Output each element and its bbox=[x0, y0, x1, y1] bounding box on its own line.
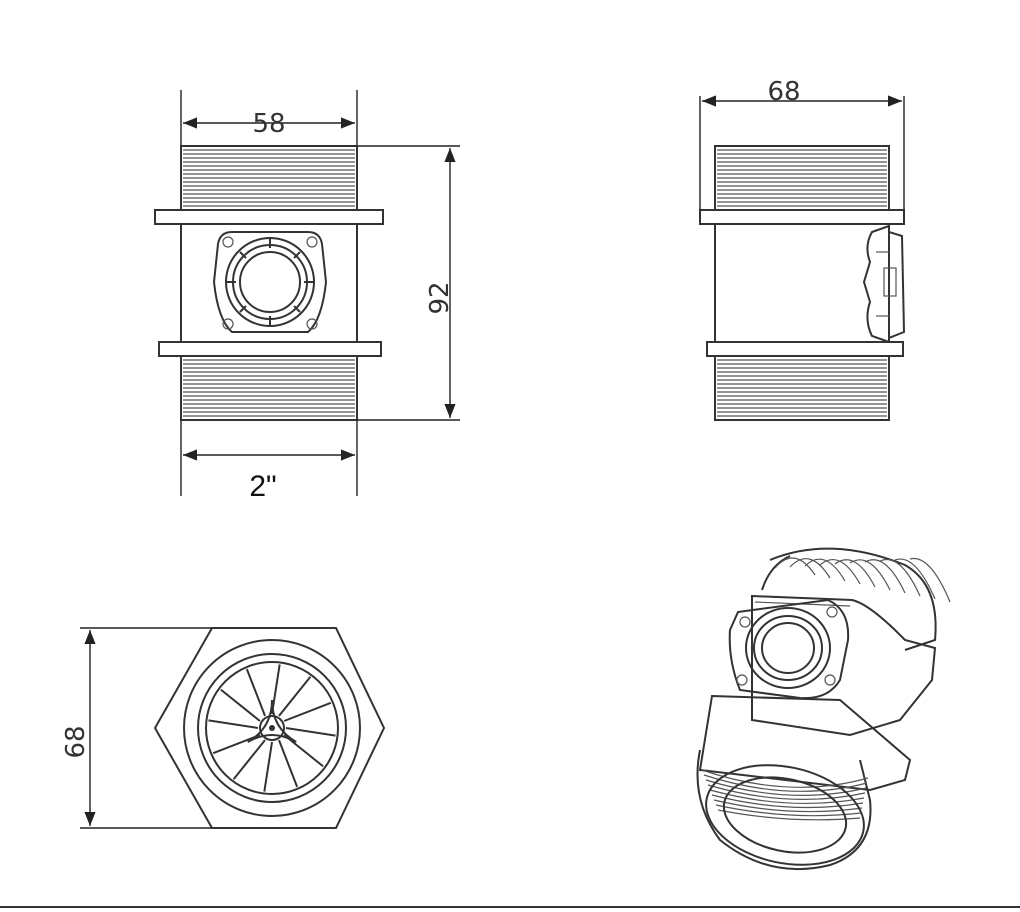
impeller-vane bbox=[212, 734, 261, 755]
impeller bbox=[208, 664, 336, 792]
side-width-dimension-68: 68 bbox=[767, 77, 800, 107]
impeller-vane bbox=[245, 668, 266, 717]
thread-size-label: 2" bbox=[249, 470, 276, 503]
iso-thread-arc bbox=[717, 809, 861, 821]
side-view: 68 bbox=[699, 77, 906, 421]
impeller-vane bbox=[278, 739, 299, 788]
impeller-hub-plate bbox=[247, 699, 297, 743]
iso-thread-arc bbox=[707, 784, 866, 800]
back-thread-lines bbox=[774, 557, 951, 603]
iso-thread-arc bbox=[879, 559, 921, 597]
end-height-dimension-68: 68 bbox=[61, 725, 91, 758]
iso-thread-arc bbox=[774, 557, 816, 576]
height-dimension-92: 92 bbox=[425, 281, 455, 314]
iso-thread-arc bbox=[789, 558, 831, 579]
front-opening-outer bbox=[705, 764, 865, 866]
hex-outline bbox=[153, 627, 386, 829]
impeller-vane bbox=[278, 676, 312, 717]
impeller-vane bbox=[271, 664, 281, 715]
side-top-flange bbox=[699, 209, 905, 225]
bottom-thread-block bbox=[180, 355, 358, 421]
top-flange bbox=[154, 209, 384, 225]
impeller-vane bbox=[208, 719, 259, 729]
front-opening-inner bbox=[722, 776, 848, 854]
side-bottom-flange bbox=[706, 341, 904, 357]
impeller-vane bbox=[283, 701, 332, 722]
side-sensor-protrusion bbox=[862, 225, 906, 343]
front-view: 58 92 2" bbox=[154, 90, 460, 503]
iso-thread-arc bbox=[703, 774, 868, 792]
side-bottom-thread-block bbox=[714, 355, 890, 421]
impeller-vane bbox=[220, 688, 261, 722]
isometric-view bbox=[696, 547, 951, 871]
iso-thread-arc bbox=[894, 558, 936, 600]
impeller-vane bbox=[283, 734, 324, 768]
outer-ring bbox=[183, 639, 361, 817]
iso-thread-arc bbox=[909, 557, 951, 603]
iso-thread-arc bbox=[804, 558, 846, 582]
back-flange bbox=[751, 594, 937, 737]
iso-thread-arc bbox=[864, 559, 906, 594]
iso-sensor-port bbox=[728, 598, 850, 700]
end-view: 68 bbox=[61, 627, 386, 829]
sensor-port bbox=[212, 231, 328, 333]
side-top-thread-lines bbox=[717, 149, 887, 207]
bottom-flange bbox=[158, 341, 382, 357]
iso-thread-arc bbox=[834, 559, 876, 588]
iso-thread-arc bbox=[849, 559, 891, 591]
impeller-vane bbox=[232, 739, 266, 780]
top-thread-lines bbox=[183, 149, 355, 207]
iso-thread-arc bbox=[705, 779, 867, 796]
front-flange bbox=[698, 694, 912, 792]
side-body bbox=[714, 223, 890, 343]
bottom-thread-lines bbox=[183, 359, 355, 417]
impeller-vane bbox=[263, 741, 273, 792]
impeller-vane bbox=[285, 727, 336, 737]
iso-thread-arc bbox=[711, 794, 864, 809]
width-dimension-58: 58 bbox=[252, 109, 285, 139]
side-bottom-thread-lines bbox=[717, 359, 887, 417]
iso-thread-arc bbox=[713, 799, 863, 813]
impeller-hub bbox=[259, 715, 285, 741]
